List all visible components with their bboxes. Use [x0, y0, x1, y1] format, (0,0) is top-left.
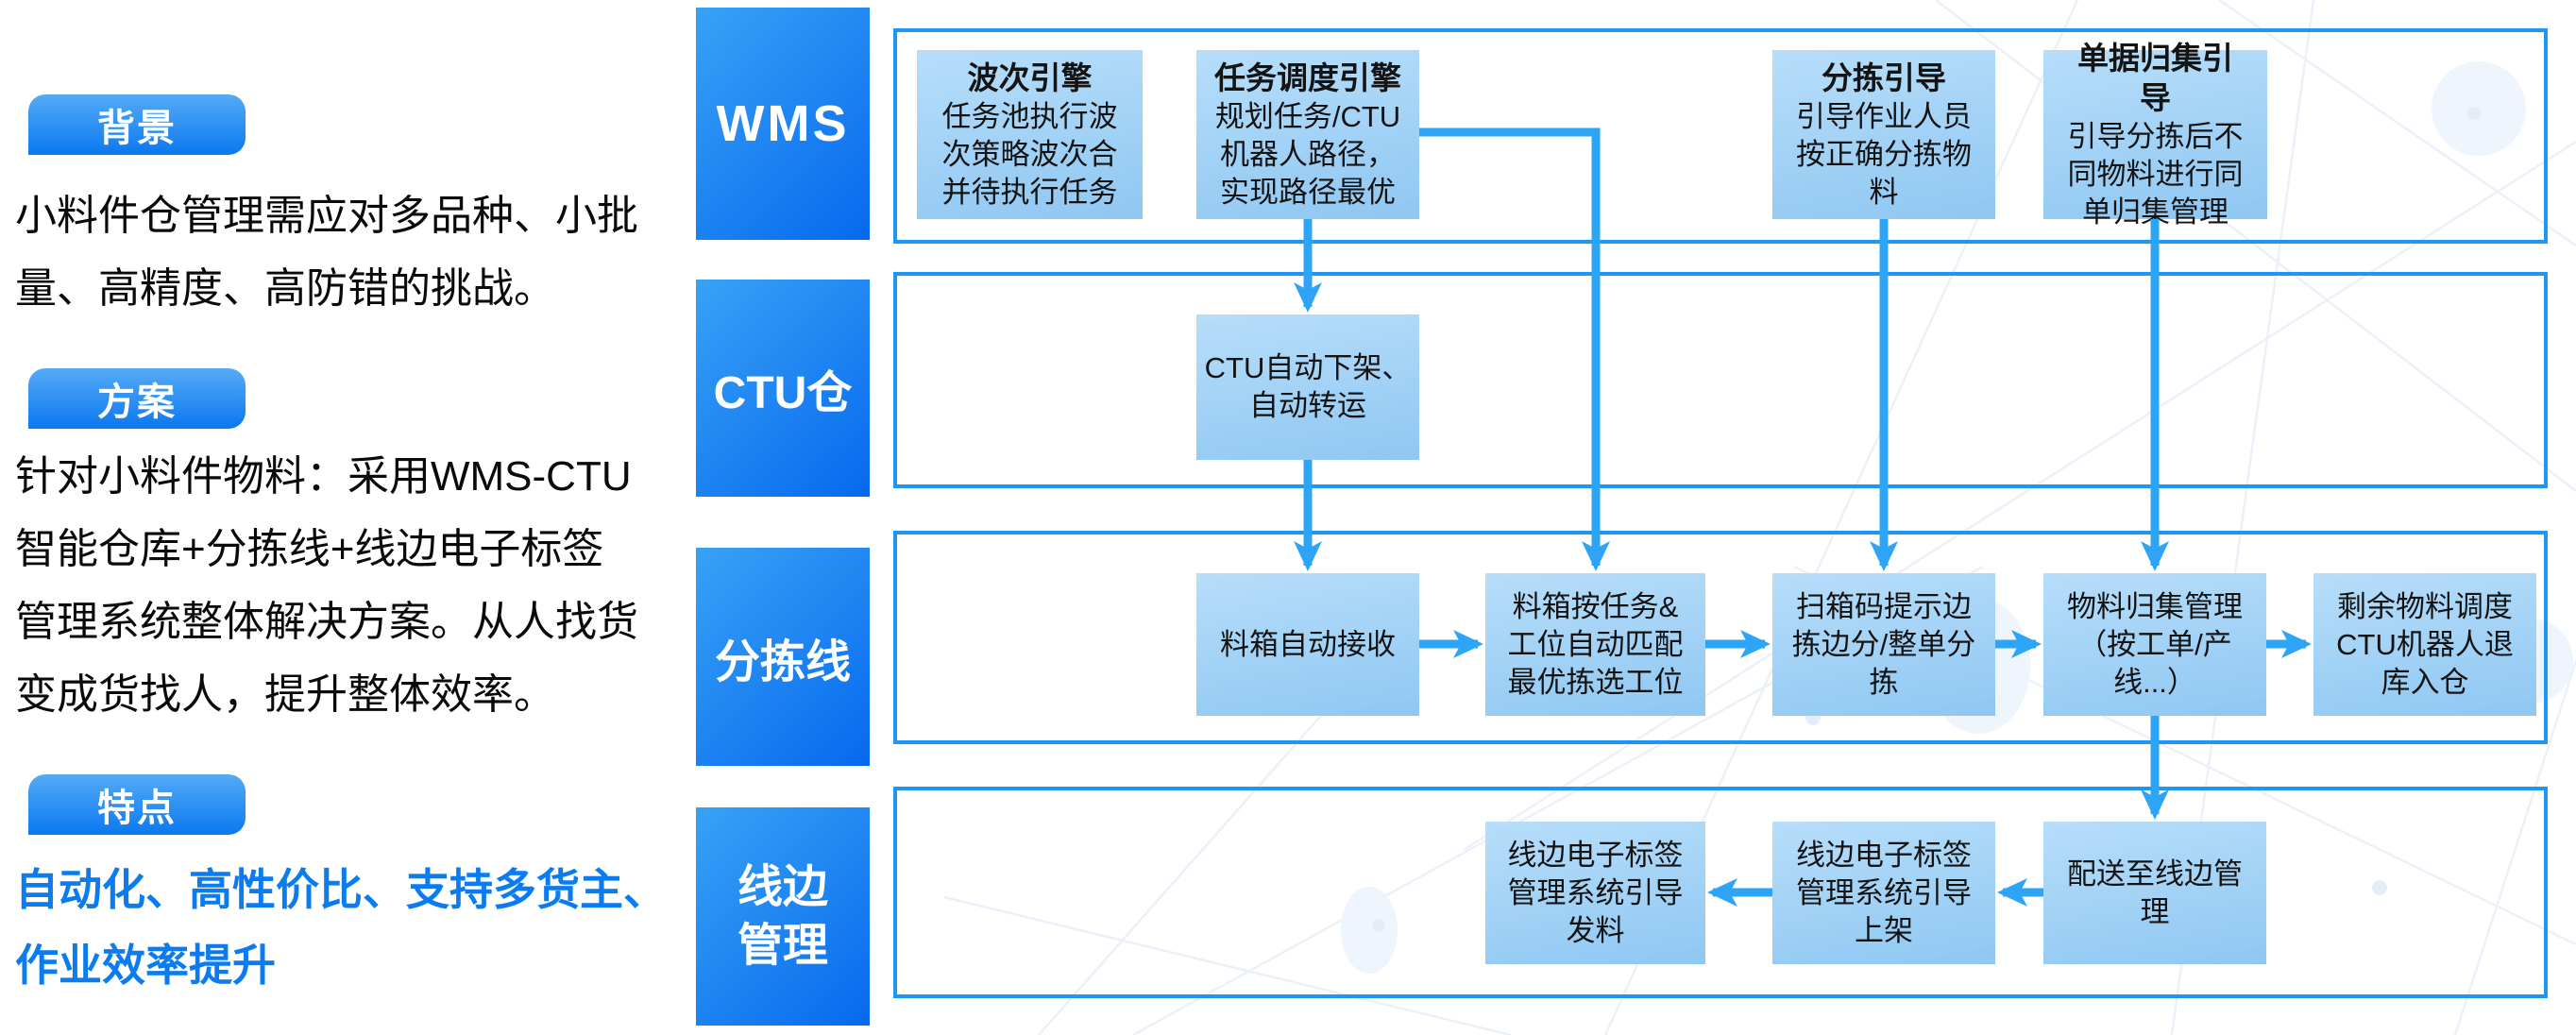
flow-box-title: 任务调度引擎 [1214, 59, 1401, 95]
flow-box-sorting-guide: 分拣引导 引导作业人员按正确分拣物料 [1772, 50, 1995, 219]
flow-box-title: 波次引擎 [967, 59, 1093, 95]
flow-box-body: 线边电子标签管理系统引导上架 [1796, 838, 1972, 947]
flow-box-lineside-label-shelve: 线边电子标签管理系统引导上架 [1772, 822, 1995, 964]
features-section-badge: 特点 [28, 774, 246, 835]
flow-box-wave-engine: 波次引擎 任务池执行波次策略波次合并待执行任务 [917, 50, 1143, 219]
row-label-ctu-warehouse: CTU仓 [696, 280, 870, 497]
flow-box-body: 规划任务/CTU机器人路径，实现路径最优 [1214, 99, 1401, 209]
lineside-row-frame [893, 787, 2548, 998]
flow-box-body: 引导分拣后不同物料进行同单归集管理 [2067, 119, 2244, 229]
flow-box-ctu-auto-transfer: CTU自动下架、自动转运 [1196, 314, 1419, 460]
flow-box-lineside-label-issue: 线边电子标签管理系统引导发料 [1485, 822, 1705, 964]
flow-box-bin-auto-receive: 料箱自动接收 [1196, 573, 1419, 716]
flow-box-document-collection-guide: 单据归集引导 引导分拣后不同物料进行同单归集管理 [2043, 41, 2267, 229]
flow-box-body: 配送至线边管理 [2067, 857, 2243, 928]
solution-section-text: 针对小料件物料：采用WMS-CTU智能仓库+分拣线+线边电子标签管理系统整体解决… [15, 453, 638, 718]
flow-box-body: 任务池执行波次策略波次合并待执行任务 [941, 99, 1118, 209]
ctu-row-frame [893, 272, 2548, 488]
flow-box-body: 扫箱码提示边拣边分/整单分拣 [1791, 589, 1976, 699]
background-section-text: 小料件仓管理需应对多品种、小批量、高精度、高防错的挑战。 [15, 193, 638, 312]
flow-box-body: 料箱自动接收 [1220, 627, 1396, 661]
flow-box-body: CTU自动下架、自动转运 [1204, 351, 1412, 422]
row-label-lineside-management: 线边管理 [696, 807, 870, 1026]
flow-box-title: 单据归集引导 [2077, 40, 2233, 115]
flow-box-scan-code-sorting: 扫箱码提示边拣边分/整单分拣 [1772, 573, 1995, 716]
flow-box-surplus-return-to-warehouse: 剩余物料调度CTU机器人退库入仓 [2313, 573, 2536, 716]
row-label-lineside-text: 线边管理 [737, 861, 828, 971]
background-section-badge: 背景 [28, 94, 246, 155]
flow-box-body: 引导作业人员按正确分拣物料 [1796, 99, 1972, 209]
row-label-wms: WMS [696, 8, 870, 240]
flow-box-body: 物料归集管理（按工单/产线...） [2067, 589, 2243, 699]
flow-box-material-collection: 物料归集管理（按工单/产线...） [2043, 573, 2266, 716]
solution-section-badge: 方案 [28, 368, 246, 429]
flow-box-bin-station-match: 料箱按任务&工位自动匹配最优拣选工位 [1485, 573, 1705, 716]
flow-box-title: 分拣引导 [1822, 59, 1946, 95]
features-section-text: 自动化、高性价比、支持多货主、作业效率提升 [15, 865, 667, 990]
row-label-sorting-line: 分拣线 [696, 548, 870, 766]
flow-box-task-dispatch-engine: 任务调度引擎 规划任务/CTU机器人路径，实现路径最优 [1196, 50, 1419, 219]
flow-box-deliver-to-lineside: 配送至线边管理 [2043, 822, 2266, 964]
flow-box-body: 剩余物料调度CTU机器人退库入仓 [2336, 589, 2514, 699]
sorting-row-frame [893, 531, 2548, 744]
flow-box-body: 线边电子标签管理系统引导发料 [1507, 838, 1684, 947]
flow-box-body: 料箱按任务&工位自动匹配最优拣选工位 [1507, 589, 1684, 699]
